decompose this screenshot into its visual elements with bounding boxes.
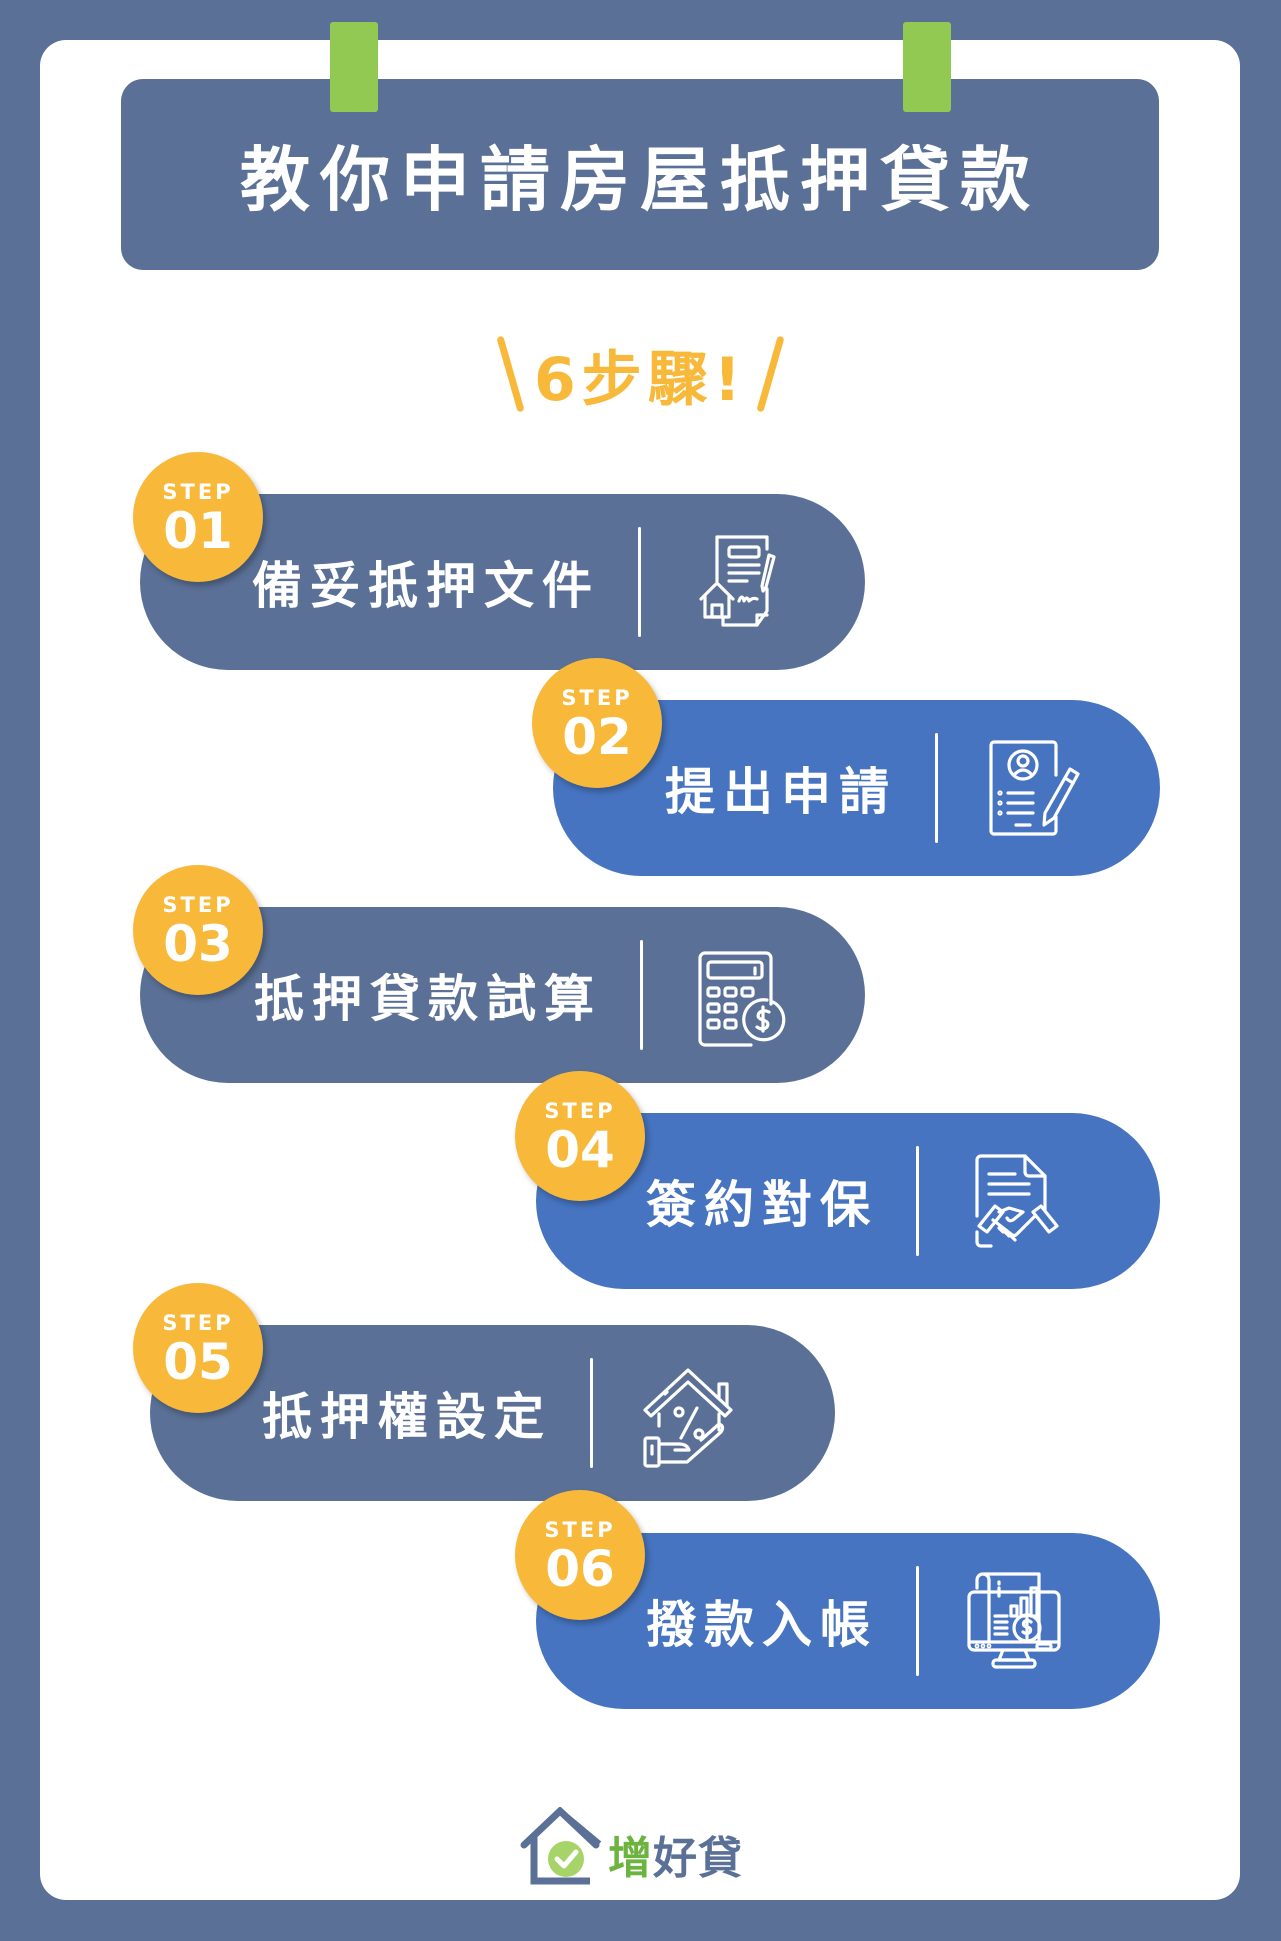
page-title: 教你申請房屋抵押貸款 xyxy=(240,139,1040,221)
step-4-label: 簽約對保 xyxy=(646,1176,878,1234)
brand-logo: 增好貸 xyxy=(520,1805,760,1885)
step-6-badge: STEP 06 xyxy=(515,1490,645,1620)
house-percent-hand-icon xyxy=(633,1358,743,1468)
badge-number: 02 xyxy=(562,708,632,766)
step-5-pill: 抵押權設定 xyxy=(150,1325,835,1501)
calculator-dollar-icon xyxy=(683,940,793,1050)
document-house-contract-icon xyxy=(681,527,791,637)
step-5-badge: STEP 05 xyxy=(133,1283,263,1413)
badge-number: 03 xyxy=(163,915,233,973)
house-check-logo-icon xyxy=(520,1807,602,1885)
hanger-tab-left xyxy=(330,22,378,112)
step-4-badge: STEP 04 xyxy=(515,1071,645,1201)
badge-number: 05 xyxy=(163,1333,233,1391)
slash-decoration-left xyxy=(496,335,525,413)
step-6-label: 撥款入帳 xyxy=(646,1596,878,1654)
hanger-tab-right xyxy=(903,22,951,112)
brand-name: 增好貸 xyxy=(608,1833,743,1885)
divider xyxy=(916,1566,919,1676)
step-2-label: 提出申請 xyxy=(665,763,897,821)
application-form-pencil-icon xyxy=(978,733,1088,843)
header-banner: 教你申請房屋抵押貸款 xyxy=(121,79,1159,270)
brand-char-green: 增 xyxy=(608,1833,653,1884)
step-3-badge: STEP 03 xyxy=(133,865,263,995)
divider xyxy=(916,1146,919,1256)
divider xyxy=(640,940,643,1050)
slash-decoration-right xyxy=(756,335,785,413)
step-5-label: 抵押權設定 xyxy=(262,1388,552,1446)
badge-step-text: STEP xyxy=(162,893,234,917)
badge-step-text: STEP xyxy=(561,686,633,710)
badge-number: 01 xyxy=(163,502,233,560)
step-2-badge: STEP 02 xyxy=(532,658,662,788)
contract-handshake-icon xyxy=(959,1146,1069,1256)
badge-step-text: STEP xyxy=(544,1518,616,1542)
badge-number: 06 xyxy=(545,1540,615,1598)
monitor-financial-report-icon xyxy=(959,1566,1069,1676)
brand-chars-blue: 好貸 xyxy=(653,1833,743,1884)
divider xyxy=(935,733,938,843)
badge-step-text: STEP xyxy=(544,1099,616,1123)
subtitle: 6步驟! xyxy=(0,334,1281,415)
step-3-label: 抵押貸款試算 xyxy=(254,970,602,1028)
divider xyxy=(590,1358,593,1468)
divider xyxy=(638,527,641,637)
step-1-label: 備妥抵押文件 xyxy=(252,557,600,615)
step-1-badge: STEP 01 xyxy=(133,452,263,582)
badge-step-text: STEP xyxy=(162,1311,234,1335)
step-2-pill: 提出申請 xyxy=(553,700,1160,876)
badge-number: 04 xyxy=(545,1121,615,1179)
subtitle-text: 6步驟! xyxy=(533,344,748,415)
badge-step-text: STEP xyxy=(162,480,234,504)
